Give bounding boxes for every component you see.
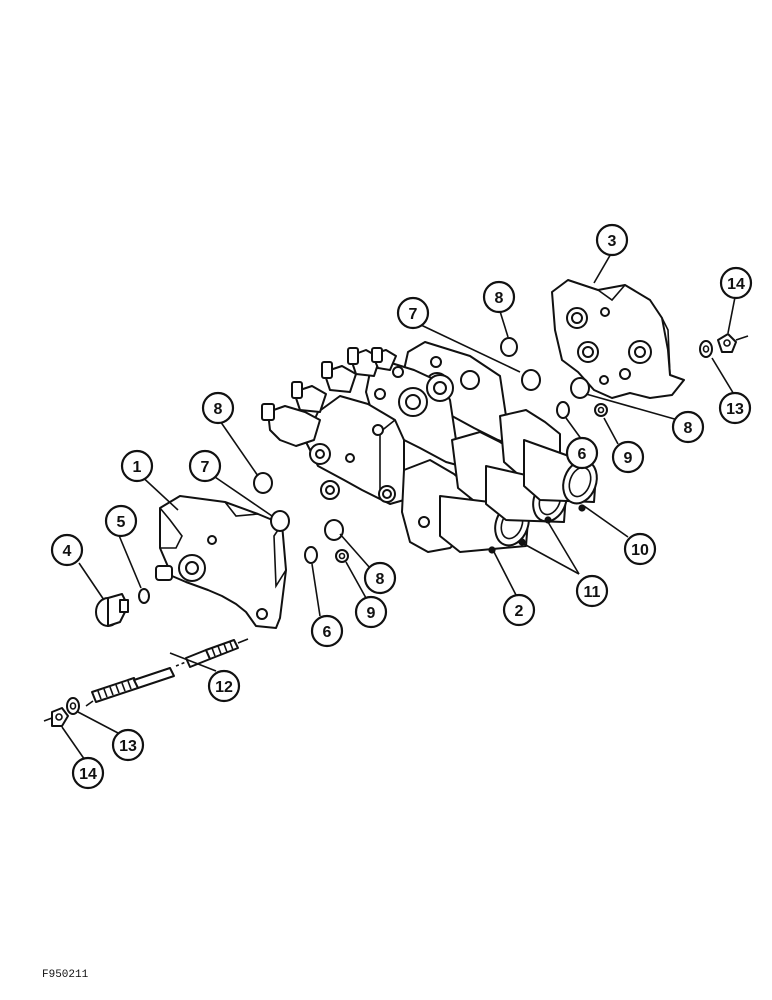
callout-label: 13 [726, 401, 744, 418]
callout-circle [71, 756, 105, 790]
callout-circle [111, 728, 145, 762]
tie-rod [85, 638, 249, 707]
callout-8: 8 [201, 391, 235, 425]
callout-label: 8 [495, 290, 504, 307]
callout-label: 6 [323, 624, 332, 641]
callout-10: 10 [623, 532, 657, 566]
callout-label: 7 [201, 459, 210, 476]
o-ring-8-left-lower [324, 519, 344, 541]
callout-circle [719, 266, 753, 300]
o-ring-5 [138, 588, 150, 604]
callout-8: 8 [363, 561, 397, 595]
leader-lines [61, 251, 737, 764]
callout-5: 5 [104, 504, 138, 538]
o-ring-6-left [304, 546, 318, 564]
callout-circle [671, 410, 705, 444]
callout-label: 8 [214, 401, 223, 418]
callout-8: 8 [671, 410, 705, 444]
callout-label: 9 [624, 450, 633, 467]
callout-circle [354, 595, 388, 629]
callout-circle [482, 280, 516, 314]
callout-2: 2 [502, 593, 536, 627]
callout-label: 9 [367, 605, 376, 622]
o-ring-7-left [270, 510, 290, 532]
end-cover-left [155, 495, 287, 629]
callout-9: 9 [611, 440, 645, 474]
callout-circle [207, 669, 241, 703]
callout-circle [595, 223, 629, 257]
callout-12: 12 [207, 669, 241, 703]
callout-label: 13 [119, 738, 137, 755]
callout-1: 1 [120, 449, 154, 483]
callout-6: 6 [310, 614, 344, 648]
callout-8: 8 [482, 280, 516, 314]
callout-circle [188, 449, 222, 483]
callout-circle [50, 533, 84, 567]
plug [95, 593, 129, 627]
spool-caps [439, 439, 598, 553]
callout-circle [718, 391, 752, 425]
callout-3: 3 [595, 223, 629, 257]
callout-circle [363, 561, 397, 595]
callout-label: 3 [608, 233, 617, 250]
washer-9-left [335, 549, 349, 563]
callout-label: 6 [578, 446, 587, 463]
callout-circle [120, 449, 154, 483]
callout-13: 13 [718, 391, 752, 425]
seal-rings [138, 337, 608, 604]
callout-label: 5 [117, 514, 126, 531]
callout-circle [201, 391, 235, 425]
callout-14: 14 [71, 756, 105, 790]
callout-13: 13 [111, 728, 145, 762]
cap-screws [488, 504, 586, 554]
o-ring-8-right-lower [570, 377, 590, 399]
callout-9: 9 [354, 595, 388, 629]
callout-label: 14 [79, 766, 97, 783]
callout-label: 8 [684, 420, 693, 437]
callout-label: 14 [727, 276, 745, 293]
callout-circle [310, 614, 344, 648]
callout-label: 2 [515, 603, 524, 620]
callout-circle [611, 440, 645, 474]
callout-circle [575, 574, 609, 608]
callout-circle [396, 296, 430, 330]
callout-circle [104, 504, 138, 538]
callout-circle [623, 532, 657, 566]
callout-14: 14 [719, 266, 753, 300]
o-ring-7-right [521, 369, 541, 391]
end-cover-right [551, 279, 685, 399]
callout-label: 8 [376, 571, 385, 588]
callout-label: 11 [584, 584, 601, 601]
o-ring-8-left [253, 472, 273, 494]
callout-circle [565, 436, 599, 470]
callout-7: 7 [396, 296, 430, 330]
o-ring-6-right [556, 401, 570, 419]
callout-6: 6 [565, 436, 599, 470]
washers-nuts [43, 333, 749, 727]
callout-11: 11 [575, 574, 609, 608]
figure-id: F950211 [42, 969, 89, 981]
callout-label: 7 [409, 306, 418, 323]
callout-7: 7 [188, 449, 222, 483]
valve-section-rear [403, 341, 523, 449]
o-ring-8-right [500, 337, 518, 357]
washer-9-right [594, 403, 608, 417]
callout-4: 4 [50, 533, 84, 567]
callout-label: 1 [133, 459, 142, 476]
callout-label: 12 [215, 679, 233, 696]
callout-label: 4 [63, 543, 72, 560]
callout-label: 10 [631, 542, 649, 559]
spool-handles [261, 347, 397, 447]
callout-circle [502, 593, 536, 627]
